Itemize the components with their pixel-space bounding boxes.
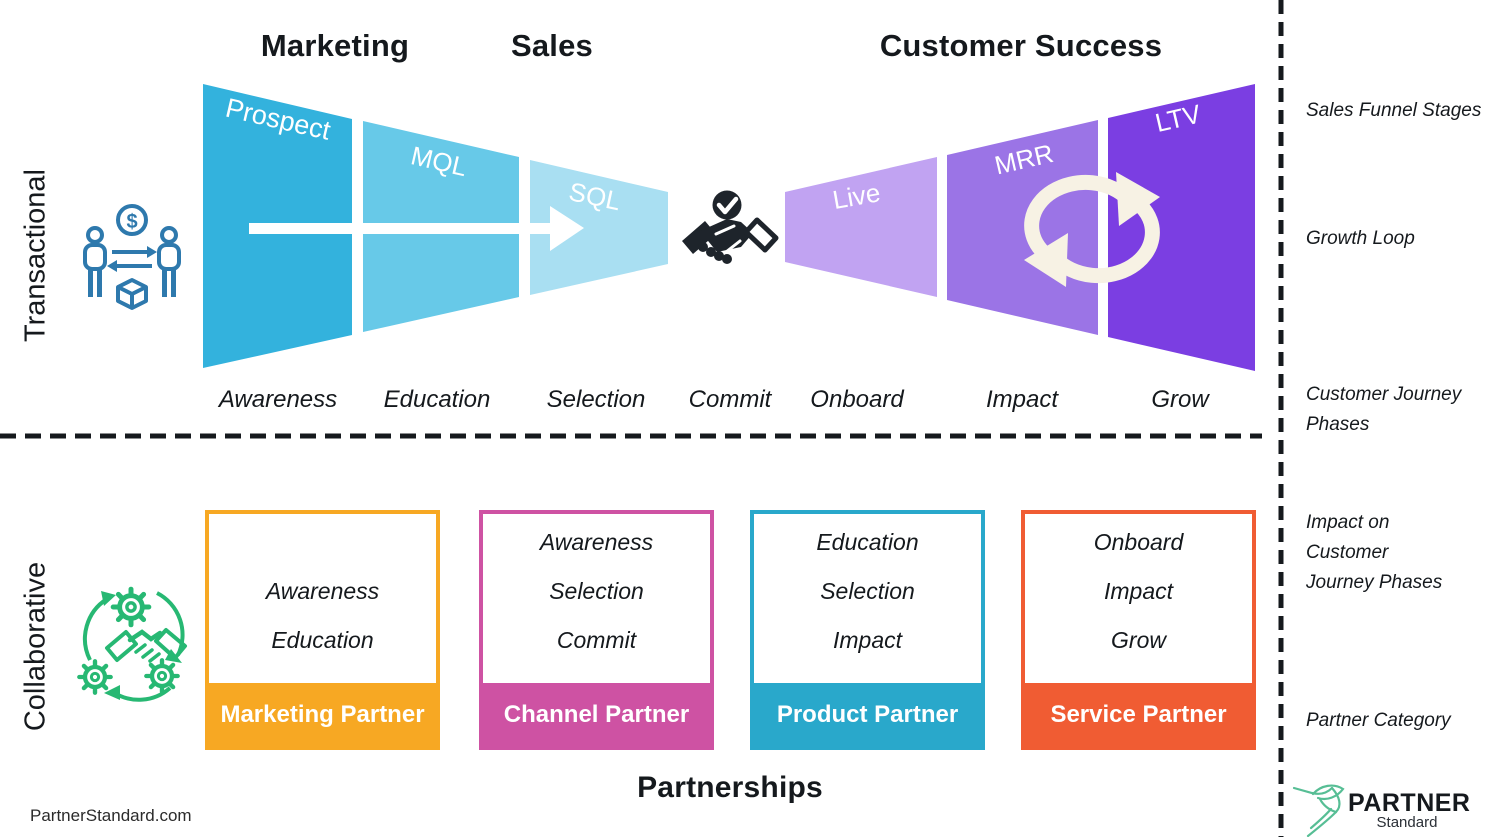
cycle-arrow <box>156 591 185 656</box>
phase-line: Awareness <box>265 578 380 604</box>
header-marketing: Marketing <box>260 28 410 63</box>
sales-funnel-left: Prospect MQL SQL <box>203 84 668 368</box>
header-sales: Sales <box>510 28 593 63</box>
partner-box-marketing: Awareness Education Marketing Partner <box>205 510 440 750</box>
website-text: PartnerStandard.com <box>30 806 192 825</box>
journey-phase-onboard: Onboard <box>810 386 904 413</box>
partner-name: Channel Partner <box>503 700 690 728</box>
journey-phase-education: Education <box>383 386 491 413</box>
handshake-check-icon <box>682 190 779 264</box>
partner-box-service: Onboard Impact Grow Service Partner <box>1021 510 1256 750</box>
gear-icon <box>79 661 110 692</box>
phase-line: Commit <box>556 627 637 653</box>
phase-line: Impact <box>1103 578 1174 604</box>
phase-line: Education <box>271 627 374 653</box>
partner-phases: Education Selection Impact <box>754 518 981 679</box>
people-exchange-icon: $ <box>83 204 181 310</box>
row-label-collaborative: Collaborative <box>19 561 52 732</box>
handshake-outline-icon <box>105 630 138 662</box>
phase-line: Awareness <box>539 529 654 555</box>
phase-line: Impact <box>832 627 903 653</box>
funnel-segment-sql <box>530 160 668 295</box>
sidebar-label-partner-category: Partner Category <box>1306 710 1451 731</box>
sales-funnel-right: Live MRR LTV <box>785 84 1255 371</box>
partner-name: Product Partner <box>776 700 959 728</box>
partner-phases: Awareness Selection Commit <box>483 518 710 679</box>
funnel-segment-live <box>785 157 937 297</box>
hummingbird-icon <box>1292 784 1345 837</box>
row-label-transactional: Transactional <box>19 169 52 343</box>
funnel-segment-ltv <box>1108 84 1255 371</box>
journey-phase-impact: Impact <box>985 386 1059 413</box>
journey-phase-selection: Selection <box>546 386 646 413</box>
partnerships-title: Partnerships <box>637 771 823 804</box>
dollar-glyph: $ <box>126 211 137 233</box>
partner-box-channel: Awareness Selection Commit Channel Partn… <box>479 510 714 750</box>
partner-name-band: Channel Partner <box>483 683 710 746</box>
journey-phase-awareness: Awareness <box>218 386 338 413</box>
cycle-arrow <box>82 597 109 661</box>
journey-phase-grow: Grow <box>1151 386 1209 413</box>
growth-loop-icon <box>1024 172 1160 287</box>
phase-line: Education <box>816 529 919 555</box>
gear-icon <box>146 660 177 691</box>
phase-line: Selection <box>549 578 644 604</box>
partner-phases: Onboard Impact Grow <box>1025 518 1252 679</box>
sidebar-label-customer-journey-phases: Customer Journey Phases <box>1306 384 1462 435</box>
phase-line: Selection <box>820 578 915 604</box>
partner-box-product: Education Selection Impact Product Partn… <box>750 510 985 750</box>
dollar-coin-icon <box>116 204 148 236</box>
journey-phase-commit: Commit <box>688 386 772 413</box>
partner-name-band: Product Partner <box>754 683 981 746</box>
logo-sub-text: Standard <box>1376 814 1438 831</box>
partner-name-band: Marketing Partner <box>209 683 436 746</box>
gear-icon <box>113 589 149 625</box>
sidebar-label-sales-funnel-stages: Sales Funnel Stages <box>1306 100 1482 121</box>
header-customer-success: Customer Success <box>879 28 1163 63</box>
logo-brand-text: PARTNER <box>1348 789 1471 817</box>
partner-name-band: Service Partner <box>1025 683 1252 746</box>
phase-line: Grow <box>1111 627 1166 653</box>
partner-name: Service Partner <box>1050 700 1227 728</box>
sidebar-label-impact-on-journey: Impact on Customer Journey Phases <box>1306 512 1443 593</box>
funnel-flow-arrow <box>249 206 584 251</box>
sidebar-label-growth-loop: Growth Loop <box>1306 228 1415 249</box>
partner-name: Marketing Partner <box>220 700 425 728</box>
gears-handshake-cycle-icon <box>79 589 187 702</box>
phase-line: Onboard <box>1093 529 1184 555</box>
partner-phases: Awareness Education <box>209 518 436 679</box>
